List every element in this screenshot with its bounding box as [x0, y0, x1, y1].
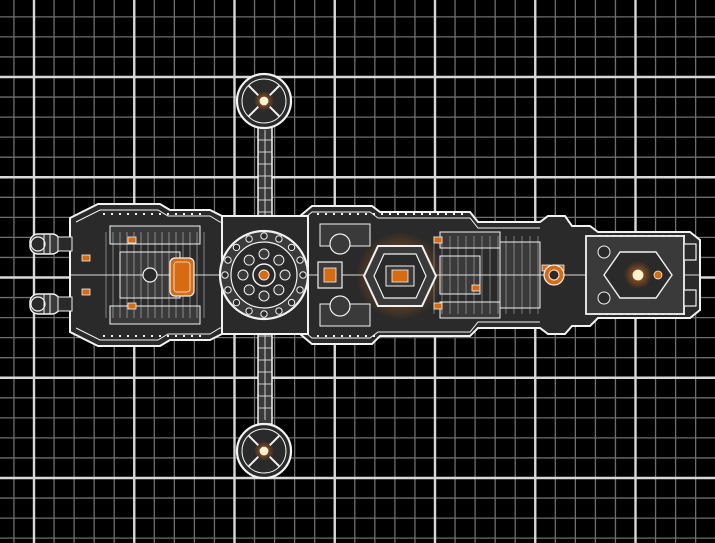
bottom-pod-icon: [235, 422, 293, 480]
bow-turret-icon: [585, 235, 697, 315]
top-pod-icon: [235, 72, 293, 130]
rotary-core-icon: [218, 215, 310, 335]
rear-engine-bottom-icon: [29, 293, 73, 315]
rear-engine-top-icon: [29, 233, 73, 255]
reactor-chamber-icon: [317, 232, 444, 320]
